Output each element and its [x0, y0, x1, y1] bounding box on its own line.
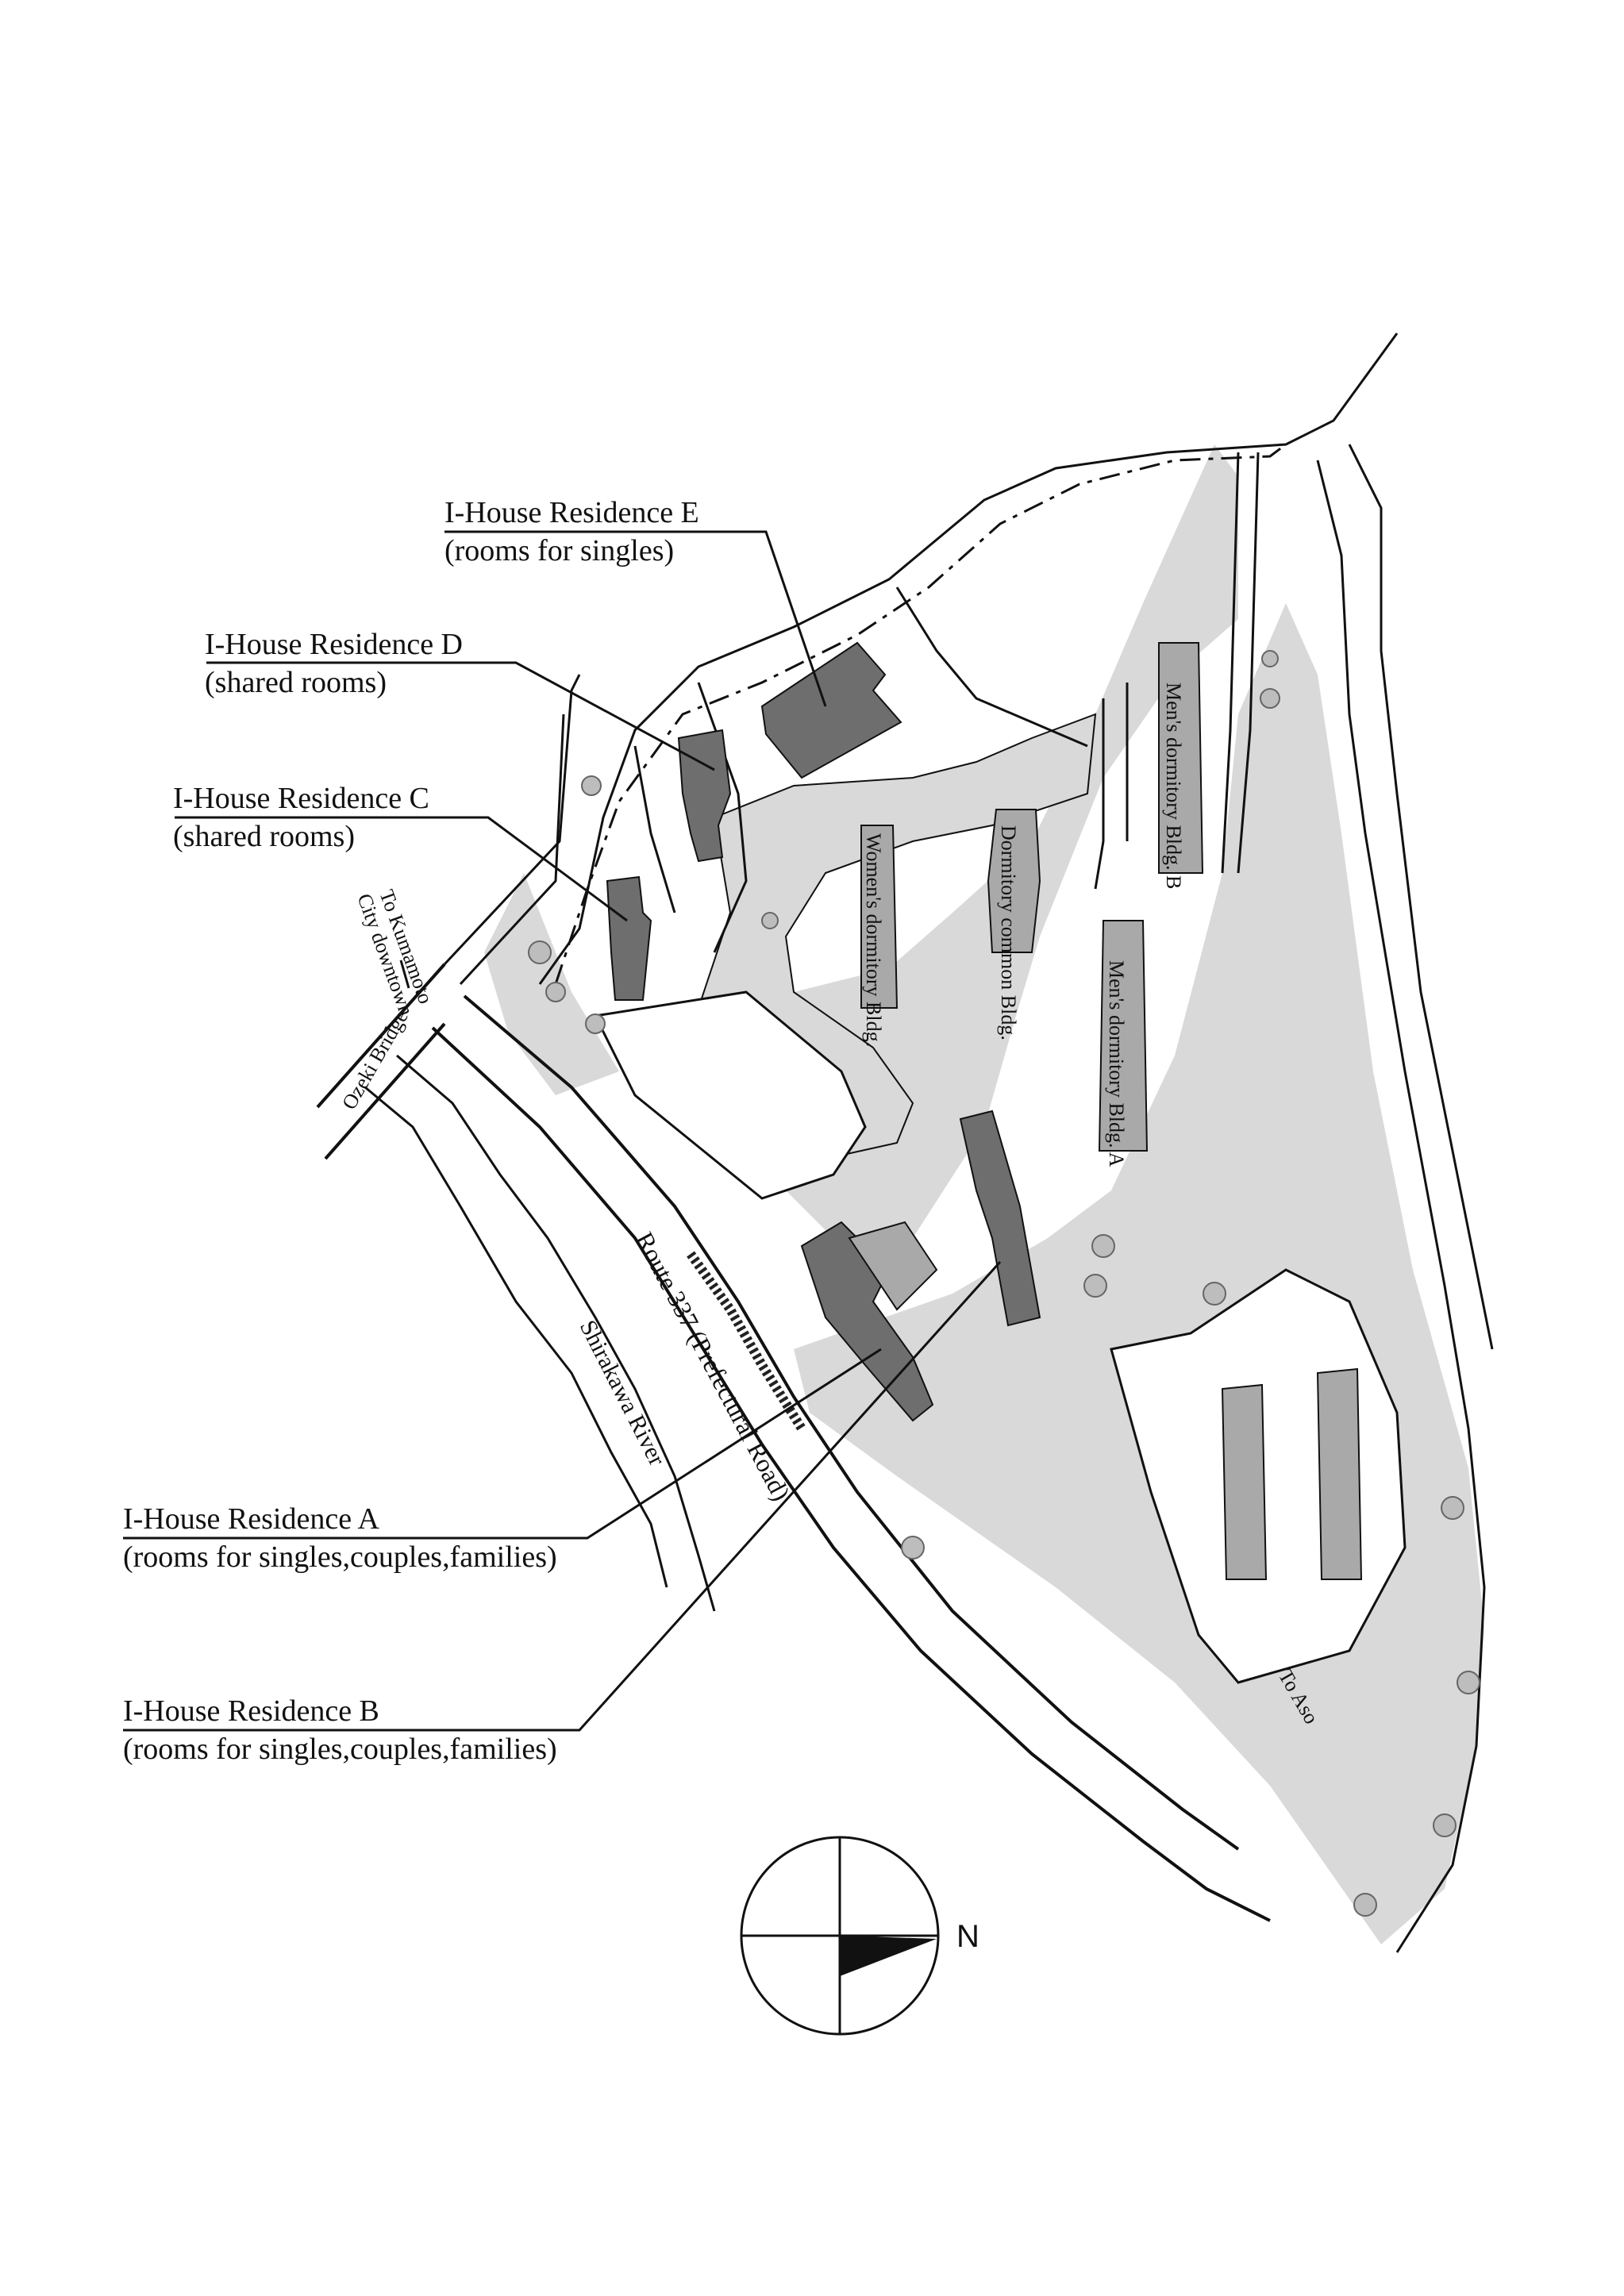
east-road-edge: [1348, 444, 1494, 1350]
residence-d-callout: I-House Residence D (shared rooms): [205, 625, 463, 702]
residence-c-building: [606, 875, 652, 1001]
residence-c-callout: I-House Residence C (shared rooms): [173, 779, 429, 856]
common-building-label: Dormitory common Bldg.: [997, 825, 1020, 1040]
inner-path-4: [1094, 683, 1129, 890]
residence-a-lightwing: [848, 1221, 938, 1311]
callout-leaders: [123, 530, 1002, 1732]
shirakawa-river-bank-2: [396, 1054, 716, 1612]
compass-rose: [740, 1836, 940, 2036]
ozeki-bridge-south: [324, 1022, 446, 1160]
compass-north-label: N: [956, 1919, 979, 1954]
tennis-court-1: [1221, 1383, 1268, 1580]
route-337-road-edge: [431, 1026, 1271, 1922]
residence-a-note: (rooms for singles,couples,families): [123, 1540, 557, 1574]
residence-b-note: (rooms for singles,couples,families): [123, 1733, 557, 1766]
mens-dormitory-b-building: [1158, 642, 1204, 874]
residence-e-note: (rooms for singles): [444, 534, 675, 567]
womens-dormitory-building: [860, 825, 899, 1009]
campus-boundary-dashed: [554, 443, 1287, 985]
mens-dormitory-a-label: Men's dormitory Bldg. A: [1105, 960, 1128, 1167]
residence-e-name: I-House Residence E: [444, 496, 699, 529]
womens-dormitory-label: Women's dormitory Bldg.: [862, 833, 885, 1047]
campus-boundary: [538, 333, 1399, 985]
mens-dormitory-a-building: [1098, 920, 1149, 1152]
route-337-road: [463, 994, 1240, 1851]
kumamoto-road-edge: [459, 713, 565, 986]
parking-area: [593, 990, 867, 1200]
route-wall-hatch: [687, 1251, 806, 1432]
residence-b-building: [959, 1110, 1041, 1327]
inner-path-2: [895, 586, 1088, 748]
north-road: [1221, 452, 1260, 874]
mens-dormitory-b-label: Men's dormitory Bldg. B: [1162, 683, 1185, 889]
residence-c-name: I-House Residence C: [173, 782, 429, 815]
trees: [528, 650, 1480, 1917]
east-edge: [1316, 460, 1486, 1953]
river-label: Shirakawa River: [575, 1316, 671, 1470]
kumamoto-road: [399, 674, 581, 989]
residence-b-callout: I-House Residence B (rooms for singles,c…: [123, 1692, 557, 1768]
common-building: [987, 809, 1041, 953]
inner-path-3: [633, 745, 676, 913]
ozeki-bridge-north: [316, 963, 446, 1109]
residence-a-name: I-House Residence A: [123, 1502, 379, 1536]
tennis-court-2: [1316, 1367, 1363, 1580]
residence-c-note: (shared rooms): [173, 820, 355, 853]
residence-e-building: [760, 641, 902, 779]
residence-e-callout: I-House Residence E (rooms for singles): [444, 494, 699, 570]
shirakawa-river-bank-1: [364, 1086, 668, 1588]
residence-d-note: (shared rooms): [205, 666, 387, 699]
north-arrow-icon: [840, 1936, 937, 1976]
residence-d-building: [677, 729, 732, 863]
residence-a-callout: I-House Residence A (rooms for singles,c…: [123, 1500, 557, 1576]
residence-b-name: I-House Residence B: [123, 1694, 379, 1728]
residence-d-name: I-House Residence D: [205, 628, 464, 661]
